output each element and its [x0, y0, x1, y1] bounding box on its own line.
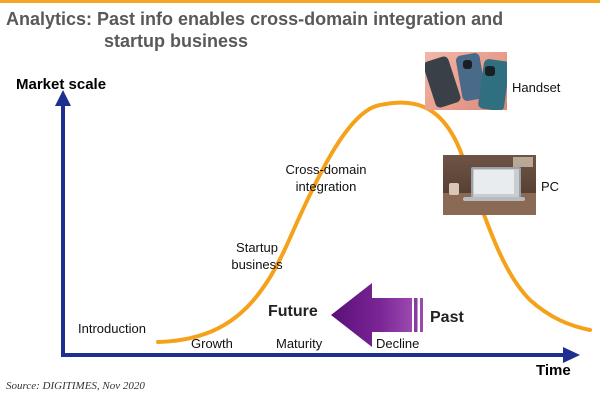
pc-photo — [443, 155, 536, 215]
cross-line-2: integration — [295, 179, 357, 194]
page-title: Analytics: Past info enables cross-domai… — [6, 8, 596, 52]
stage-maturity: Maturity — [276, 336, 323, 351]
title-line-1: Analytics: Past info enables cross-domai… — [6, 9, 504, 29]
cross-domain-label: Cross-domain integration — [272, 161, 380, 195]
startup-business-label: Startup business — [222, 239, 292, 273]
stage-growth: Growth — [191, 336, 233, 351]
past-to-future-arrow — [331, 283, 423, 347]
x-axis-label: Time — [536, 362, 571, 379]
past-label: Past — [430, 309, 464, 326]
pc-label: PC — [541, 179, 560, 194]
source-note: Source: DIGITIMES, Nov 2020 — [6, 380, 145, 392]
startup-line-1: Startup — [236, 240, 278, 255]
y-axis-arrowhead — [55, 90, 71, 106]
stage-decline: Decline — [376, 336, 420, 351]
future-label: Future — [268, 303, 318, 320]
lifecycle-curve — [156, 100, 592, 344]
handset-label: Handset — [512, 80, 561, 95]
y-axis-label: Market scale — [16, 76, 107, 93]
stage-introduction: Introduction — [78, 321, 146, 336]
x-axis-arrowhead — [563, 347, 580, 363]
title-line-2: startup business — [104, 31, 249, 51]
top-accent-rule — [0, 0, 600, 3]
startup-line-2: business — [231, 257, 283, 272]
handset-photo — [425, 52, 507, 110]
cross-line-1: Cross-domain — [285, 162, 367, 177]
